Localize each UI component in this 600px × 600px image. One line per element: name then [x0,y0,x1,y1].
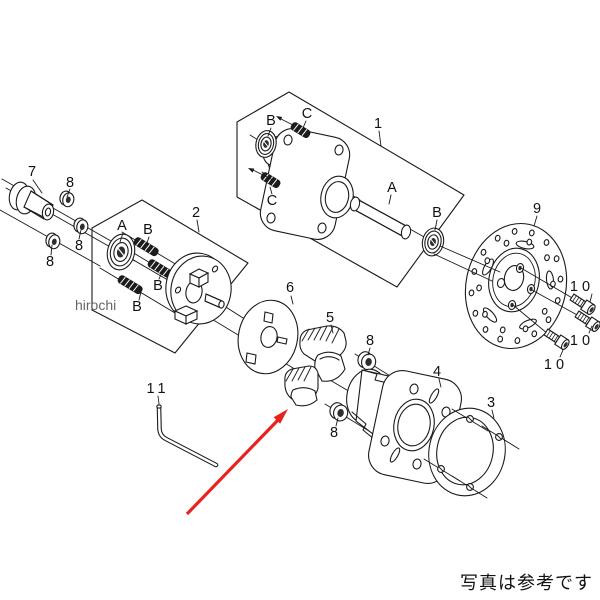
part-label-6-19: 6 [286,280,294,296]
part-3-retainer-ring [423,407,520,499]
ring-screws [437,415,503,491]
red-pointer-arrow [185,409,288,516]
part-label-10-17: 10 [570,333,594,349]
part-label-c-11: C [302,106,312,122]
part-label-8-1: 8 [66,175,74,191]
disc-overlay-guide-lines [433,245,580,335]
part-7-collar [8,181,55,221]
part-label-3-24: 3 [487,395,495,411]
direction-arrows [248,116,294,181]
nut-8-b [73,217,89,235]
nut-8-c [45,232,61,250]
part-2-hub [165,252,232,325]
part-label-a-13: A [387,180,397,196]
disc-drill-holes [468,227,564,345]
part-1-boundary-box [236,91,465,288]
bearing-b-right [421,227,445,257]
part-6-plate [237,299,299,375]
part-label-b-6: B [143,222,153,238]
part-label-b-14: B [432,205,442,221]
hirochi-watermark: hirochi [75,297,116,313]
part-label-8-2: 8 [75,238,83,254]
part-label-8-3: 8 [46,254,54,270]
part-label-8-21: 8 [366,333,374,349]
part-label-10-16: 10 [570,279,594,295]
bearing-a [106,233,136,271]
part-label-1-9: 1 [374,116,382,132]
part-label-9-15: 9 [533,201,541,217]
part-label-7-0: 7 [28,164,36,180]
part-label-c-12: C [267,193,277,209]
label-leader-lines [32,120,593,427]
disc-mount-holes [496,262,536,311]
part-label-8-22: 8 [330,425,338,441]
disc-bolt-10-2 [574,310,600,332]
photo-reference-caption: 写真は参考です [460,573,593,593]
part-9-brake-disc [464,222,568,350]
part-11-hex-wrench [156,404,219,468]
part-label-b-7: B [153,278,163,294]
part-label-a-5: A [117,218,127,234]
nut-8-d [357,351,377,371]
disc-bolt-10-1 [569,293,596,315]
nut-8-e [329,402,349,422]
part-label-10-18: 10 [544,357,568,373]
part-label-11-25: 11 [146,381,169,397]
part-label-4-23: 4 [433,364,441,380]
disc-bolt-10-3 [543,328,570,350]
nut-8-a [59,190,75,208]
wheel-stud-b-3 [117,275,143,295]
part-label-2-4: 2 [192,205,200,221]
spacer-a [349,196,412,240]
part-label-b-10: B [266,113,276,129]
bearing-b-top [255,130,277,158]
part-5-damper-rubbers [284,325,347,407]
part-label-b-8: B [132,299,142,315]
part-2-boundary-box [91,199,249,354]
part-label-5-20: 5 [326,310,334,326]
wheel-stud-b-1 [133,237,159,257]
